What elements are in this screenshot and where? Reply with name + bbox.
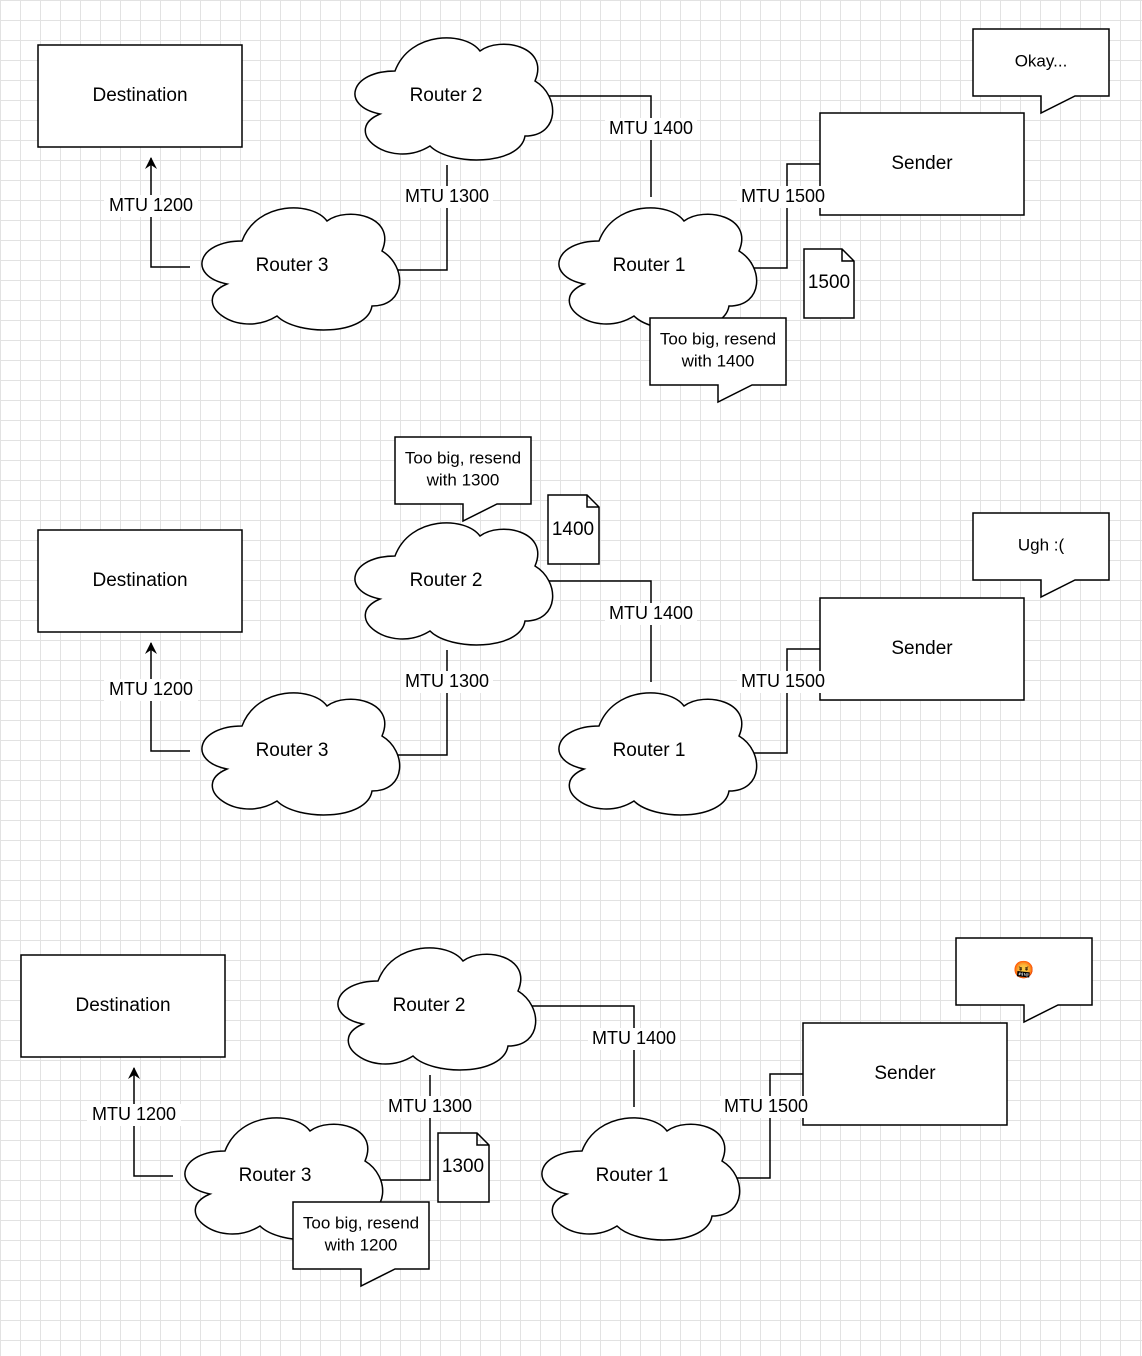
router-callout-line-2: with 1400: [681, 351, 755, 370]
edge-router1-router2: [524, 90, 652, 197]
mtu-label-r1-r2: MTU 1400: [609, 118, 693, 138]
destination-box: [37, 44, 243, 148]
packet-size: 1500: [808, 272, 850, 293]
sender-callout: [955, 937, 1093, 1024]
edge-sender-router1: [740, 163, 820, 274]
router-callout: [649, 317, 787, 404]
mtu-label-r3-dest: MTU 1200: [92, 1104, 176, 1124]
sender-box: [819, 112, 1025, 216]
mtu-label-r2-r3: MTU 1300: [405, 671, 489, 691]
edge-router2-router3: [382, 165, 448, 276]
packet-document: [547, 494, 600, 565]
router2-label: Router 2: [410, 85, 483, 106]
sender-label: Sender: [874, 1063, 936, 1084]
router3-label: Router 3: [239, 1165, 312, 1186]
edge-sender-router1: [740, 648, 820, 759]
packet-size: 1400: [552, 519, 594, 540]
mtu-label-sender-r1: MTU 1500: [741, 186, 825, 206]
mtu-label-r2-r3: MTU 1300: [388, 1096, 472, 1116]
edge-router1-router2: [524, 575, 652, 682]
mtu-label-r1-r2: MTU 1400: [609, 603, 693, 623]
router-callout: [394, 436, 532, 523]
router2-label: Router 2: [393, 995, 466, 1016]
mtu-label-sender-r1: MTU 1500: [724, 1096, 808, 1116]
router1-label: Router 1: [613, 740, 686, 761]
router-callout-line-1: Too big, resend: [303, 1213, 419, 1232]
destination-box: [37, 529, 243, 633]
sender-box: [802, 1022, 1008, 1126]
mtu-label-r3-dest: MTU 1200: [109, 195, 193, 215]
router-callout-line-2: with 1300: [426, 470, 500, 489]
destination-label: Destination: [75, 995, 170, 1016]
sender-box: [819, 597, 1025, 701]
mtu-label-r3-dest: MTU 1200: [109, 679, 193, 699]
sender-callout: [972, 512, 1110, 599]
router3-label: Router 3: [256, 740, 329, 761]
router1-label: Router 1: [596, 1165, 669, 1186]
panel-3: Destination Sender Router 2 Router 3 Rou…: [20, 937, 1093, 1288]
panel-2: Destination Sender Router 2 Router 3 Rou…: [37, 436, 1110, 816]
mtu-label-r1-r2: MTU 1400: [592, 1028, 676, 1048]
sender-label: Sender: [891, 153, 953, 174]
router-callout: [292, 1201, 430, 1288]
router-callout-line-1: Too big, resend: [660, 329, 776, 348]
sender-callout: [972, 28, 1110, 115]
sender-callout-text: Okay...: [1015, 51, 1068, 70]
packet-document: [803, 248, 855, 319]
router2-label: Router 2: [410, 570, 483, 591]
mtu-label-sender-r1: MTU 1500: [741, 671, 825, 691]
destination-label: Destination: [92, 570, 187, 591]
router3-label: Router 3: [256, 255, 329, 276]
router-callout-line-1: Too big, resend: [405, 448, 521, 467]
router-callout-line-2: with 1200: [324, 1235, 398, 1254]
edge-sender-router1: [723, 1073, 803, 1184]
panel-1: Destination Sender Router 2 Router 3 Rou…: [37, 28, 1110, 404]
mtu-label-r2-r3: MTU 1300: [405, 186, 489, 206]
sender-label: Sender: [891, 638, 953, 659]
edge-router2-router3: [382, 650, 448, 761]
destination-label: Destination: [92, 85, 187, 106]
sender-callout-emoji: 🤬: [1013, 960, 1034, 979]
destination-box: [20, 954, 226, 1058]
packet-document: [437, 1132, 490, 1203]
sender-callout-text: Ugh :(: [1018, 535, 1065, 554]
packet-size: 1300: [442, 1156, 484, 1177]
router1-label: Router 1: [613, 255, 686, 276]
edge-router2-router3: [365, 1075, 431, 1186]
edge-router1-router2: [507, 1000, 635, 1107]
edge-router3-destination: [145, 157, 190, 268]
